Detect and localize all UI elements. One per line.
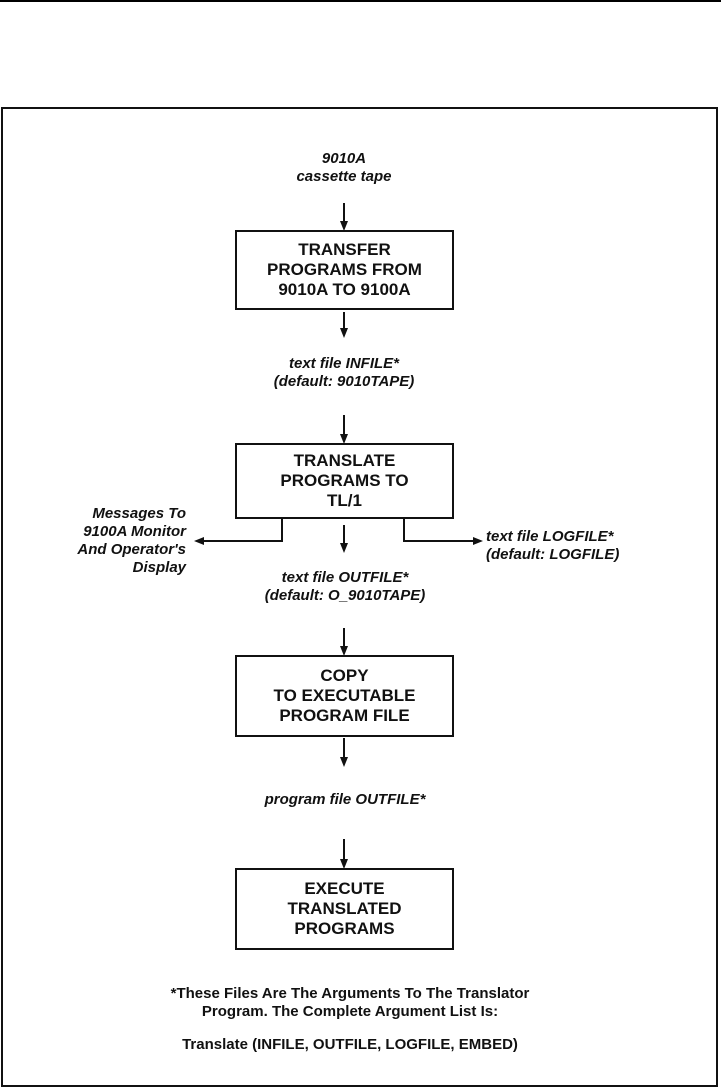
infile-label: text file INFILE* (default: 9010TAPE): [273, 355, 415, 390]
arrow-translate-to-logfile: [403, 518, 483, 545]
arrow-translate-to-messages: [194, 518, 283, 545]
footnote-text: *These Files Are The Arguments To The Tr…: [170, 985, 530, 1020]
argument-list: Translate (INFILE, OUTFILE, LOGFILE, EMB…: [182, 1036, 518, 1053]
source-cassette-label: 9010A cassette tape: [296, 150, 392, 185]
translate-programs-box: TRANSLATE PROGRAMS TO TL/1: [235, 443, 454, 519]
transfer-programs-box: TRANSFER PROGRAMS FROM 9010A TO 9100A: [235, 230, 454, 310]
program-file-label: program file OUTFILE*: [264, 791, 426, 808]
messages-label: Messages To 9100A Monitor And Operator's…: [77, 505, 186, 576]
top-rule: [0, 0, 721, 2]
copy-to-executable-box: COPY TO EXECUTABLE PROGRAM FILE: [235, 655, 454, 737]
outfile-label: text file OUTFILE* (default: O_9010TAPE): [264, 569, 426, 604]
logfile-label: text file LOGFILE* (default: LOGFILE): [486, 528, 620, 563]
execute-programs-box: EXECUTE TRANSLATED PROGRAMS: [235, 868, 454, 950]
figure-frame: [1, 107, 718, 1087]
